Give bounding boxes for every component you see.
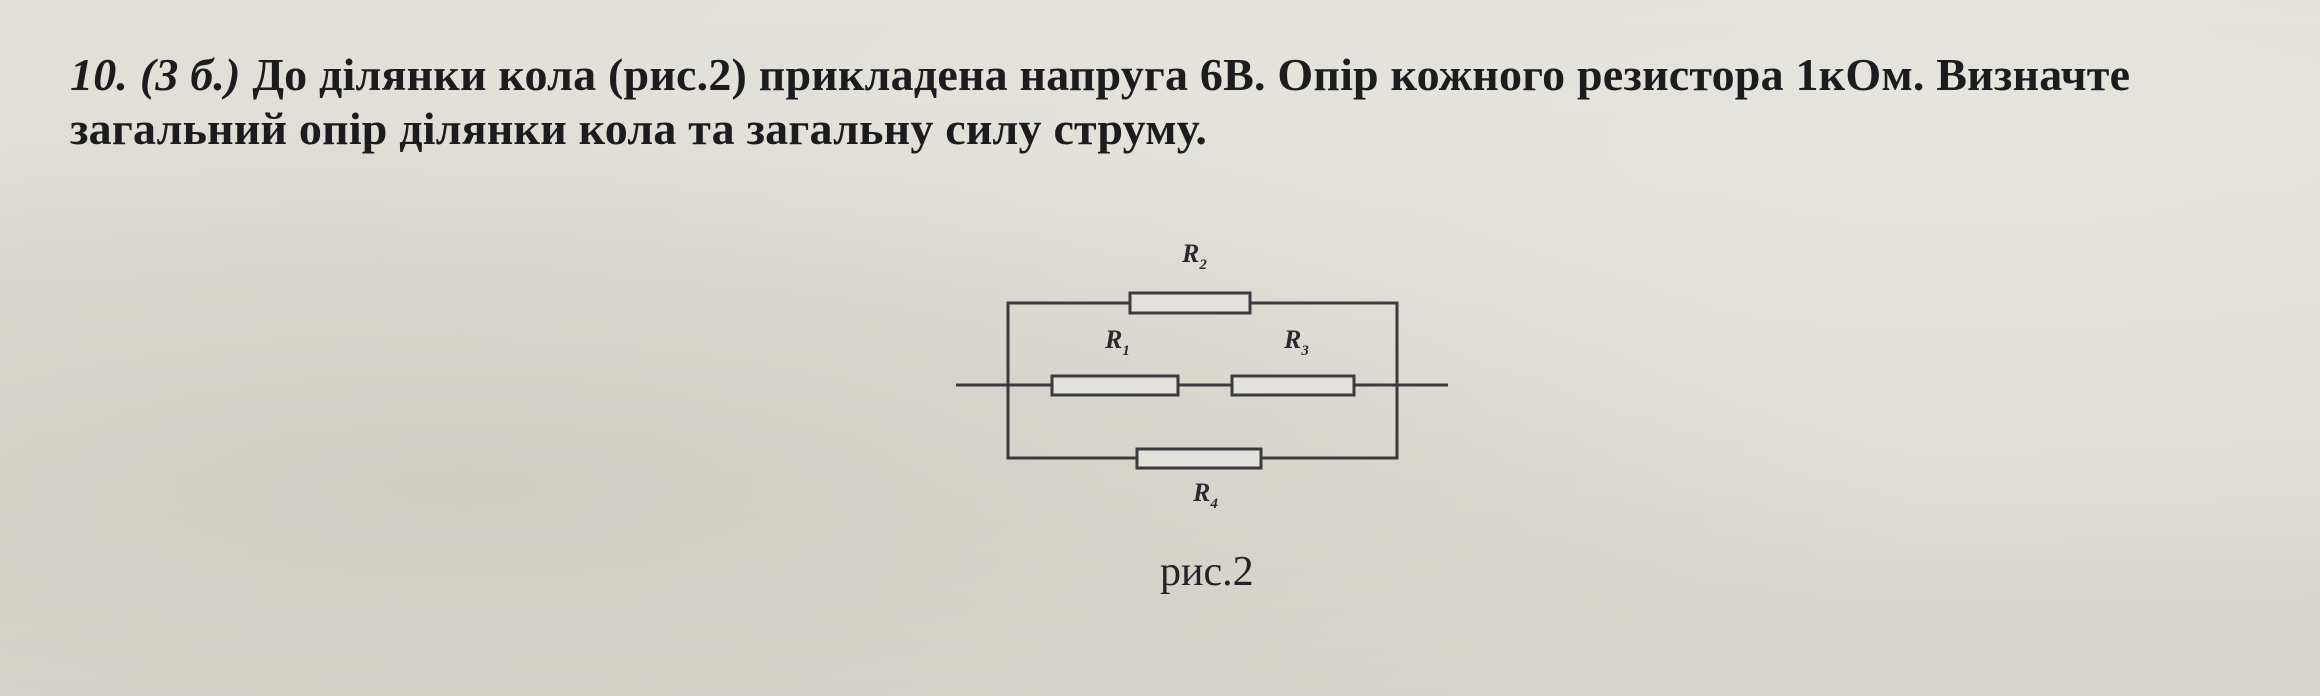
circuit-frame-wire [1006, 301, 1399, 460]
resistor-r1 [1050, 374, 1180, 397]
problem-text-line-1: До ділянки кола (рис.2) прикладена напру… [252, 49, 2131, 100]
label-r1: R1 [1104, 325, 1130, 359]
resistor-r2 [1128, 291, 1252, 315]
problem-line-2: загальний опір ділянки кола та загальну … [70, 103, 1208, 154]
problem-line-1: 10. (3 б.) До ділянки кола (рис.2) прикл… [70, 48, 2270, 102]
label-r2: R2 [1181, 239, 1207, 273]
figure-caption: рис.2 [1160, 549, 1254, 595]
problem-points: (3 б.) [139, 49, 241, 100]
resistor-r4 [1135, 447, 1263, 470]
problem-statement: 10. (3 б.) До ділянки кола (рис.2) прикл… [70, 48, 2270, 156]
circuit-diagram: R2 R1 R3 R4 [956, 239, 1448, 512]
label-r4: R4 [1192, 478, 1218, 512]
label-r3: R3 [1283, 325, 1309, 359]
circuit-wires [956, 301, 1448, 460]
problem-number: 10. [70, 49, 129, 100]
resistor-r3 [1230, 374, 1356, 397]
